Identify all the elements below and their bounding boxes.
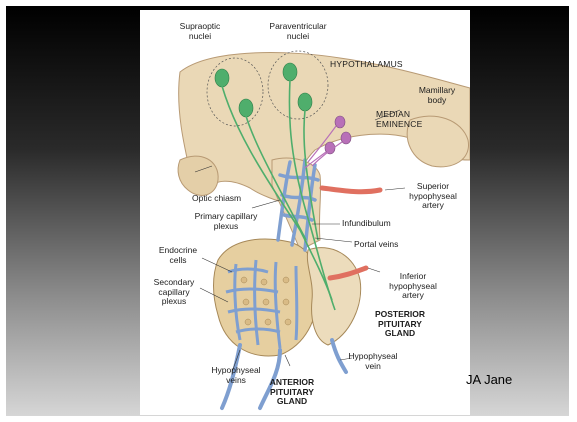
label-paraventricular: Paraventricular nuclei — [258, 22, 338, 41]
label-primary-plexus: Primary capillary plexus — [180, 212, 272, 231]
anterior-gland-shape — [214, 239, 319, 356]
label-hypothalamus: HYPOTHALAMUS — [330, 60, 403, 70]
label-optic-chiasm: Optic chiasm — [192, 194, 241, 204]
label-portal-veins: Portal veins — [354, 240, 398, 250]
label-infundibulum: Infundibulum — [342, 219, 391, 229]
label-superior-artery: Superior hypophyseal artery — [400, 182, 466, 211]
label-inferior-artery: Inferior hypophyseal artery — [380, 272, 446, 301]
label-hypophyseal-vein: Hypophyseal vein — [338, 352, 408, 371]
author-credit: JA Jane — [466, 372, 512, 387]
label-supraoptic: Supraoptic nuclei — [170, 22, 230, 41]
optic-chiasm — [178, 156, 218, 195]
label-anterior-gland: ANTERIOR PITUITARY GLAND — [258, 378, 326, 407]
label-posterior-gland: POSTERIOR PITUITARY GLAND — [364, 310, 436, 339]
label-secondary-plexus: Secondary capillary plexus — [146, 278, 202, 307]
pituitary-diagram: Supraoptic nuclei Paraventricular nuclei… — [140, 10, 470, 415]
label-median-eminence: MEDIAN EMINENCE — [376, 110, 422, 129]
slide-background: Supraoptic nuclei Paraventricular nuclei… — [6, 6, 569, 416]
label-endocrine-cells: Endocrine cells — [150, 246, 206, 265]
label-mamillary: Mamillary body — [408, 86, 466, 105]
superior-artery — [322, 188, 380, 192]
